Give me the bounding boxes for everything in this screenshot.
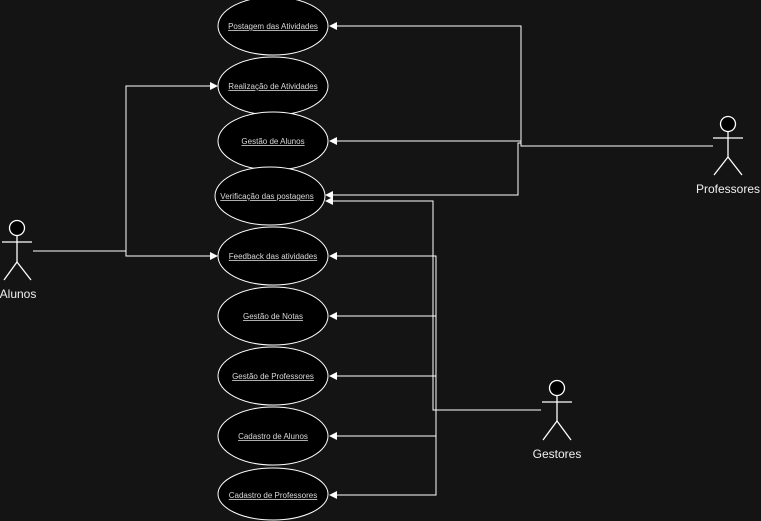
- actor-label: Professores: [696, 182, 760, 196]
- use-case-gestao-alunos[interactable]: Gestão de Alunos: [217, 111, 329, 171]
- use-case-label: Realização de Atividades: [228, 82, 317, 91]
- actor-head-icon: [719, 115, 737, 133]
- actor-alunos[interactable]: Alunos: [0, 219, 36, 302]
- connector-gestores-cadastro-alunos: [329, 410, 437, 440]
- actor-professores[interactable]: Professores: [696, 115, 760, 197]
- connector-alunos-realizacao: [33, 82, 218, 252]
- connector-gestores-feedback: [329, 252, 437, 411]
- use-case-label: Gestão de Alunos: [241, 137, 304, 146]
- connector-gestores-cadastro-professores: [329, 436, 437, 499]
- use-case-label: Postagem das Atividades: [228, 22, 318, 31]
- use-case-label: Verificação das postagens: [220, 192, 313, 201]
- use-case-cadastro-professores[interactable]: Cadastro de Professores: [217, 467, 329, 521]
- use-case-label: Cadastro de Professores: [229, 491, 318, 500]
- use-case-gestao-professores[interactable]: Gestão de Professores: [217, 346, 329, 406]
- actor-gestores[interactable]: Gestores: [533, 379, 582, 462]
- connector-professores-verificacao: [325, 142, 521, 199]
- use-case-label: Gestão de Notas: [243, 312, 303, 321]
- use-case-label: Cadastro de Alunos: [238, 432, 308, 441]
- connectors: [33, 22, 713, 499]
- use-case-label: Feedback das atividades: [229, 252, 318, 261]
- connector-alunos-feedback: [125, 251, 218, 260]
- use-case-postagem[interactable]: Postagem das Atividades: [217, 0, 329, 56]
- connector-gestores-verificacao: [325, 197, 541, 411]
- connector-professores-postagem: [329, 22, 713, 147]
- use-case-feedback[interactable]: Feedback das atividades: [217, 226, 329, 286]
- use-case-label: Gestão de Professores: [232, 372, 314, 381]
- actor-head-icon: [548, 379, 566, 397]
- use-case-cadastro-alunos[interactable]: Cadastro de Alunos: [217, 406, 329, 466]
- use-case-realizacao[interactable]: Realização de Atividades: [217, 56, 329, 116]
- actor-head-icon: [8, 219, 26, 237]
- use-case-verificacao[interactable]: Verificação das postagens: [214, 166, 326, 226]
- actor-label: Alunos: [0, 287, 36, 301]
- actor-label: Gestores: [533, 447, 582, 461]
- use-case-gestao-notas[interactable]: Gestão de Notas: [217, 286, 329, 346]
